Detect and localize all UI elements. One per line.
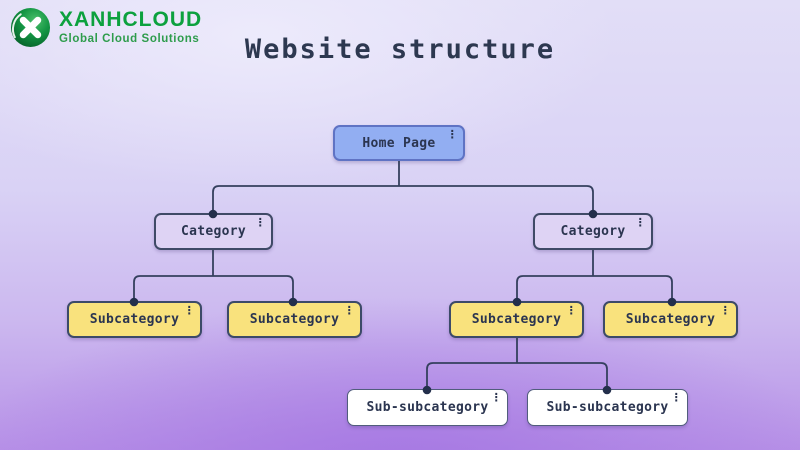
node-label: Subcategory [471,312,562,327]
kebab-menu-icon[interactable]: ⋮ [446,128,458,141]
node-label: Subcategory [89,312,180,327]
kebab-menu-icon[interactable]: ⋮ [565,304,577,317]
node-subcategory-1[interactable]: Subcategory ⋮ [67,301,202,338]
page-title: Website structure [244,34,556,65]
xanhcloud-logo-icon [10,7,51,48]
node-category-left[interactable]: Category ⋮ [154,213,273,250]
node-label: Sub-subcategory [546,400,669,415]
brand-name: XANHCLOUD [59,8,203,32]
node-category-right[interactable]: Category ⋮ [533,213,653,250]
kebab-menu-icon[interactable]: ⋮ [490,391,502,404]
node-home-page[interactable]: Home Page ⋮ [333,125,465,161]
xanhcloud-logo: XANHCLOUD Global Cloud Solutions [10,7,202,48]
logo-text: XANHCLOUD Global Cloud Solutions [59,9,202,46]
node-label: Category [560,224,626,239]
kebab-menu-icon[interactable]: ⋮ [343,304,355,317]
kebab-menu-icon[interactable]: ⋮ [183,304,195,317]
kebab-menu-icon[interactable]: ⋮ [719,304,731,317]
node-label: Subcategory [249,312,340,327]
node-subcategory-2[interactable]: Subcategory ⋮ [227,301,362,338]
node-label: Sub-subcategory [366,400,489,415]
node-label: Home Page [362,135,436,151]
node-label: Subcategory [625,312,716,327]
brand-tagline: Global Cloud Solutions [59,33,200,46]
node-label: Category [180,224,246,239]
node-subcategory-3[interactable]: Subcategory ⋮ [449,301,584,338]
node-subcategory-4[interactable]: Subcategory ⋮ [603,301,738,338]
kebab-menu-icon[interactable]: ⋮ [634,216,646,229]
kebab-menu-icon[interactable]: ⋮ [254,216,266,229]
kebab-menu-icon[interactable]: ⋮ [670,391,682,404]
node-sub-subcategory-1[interactable]: Sub-subcategory ⋮ [347,389,508,426]
node-sub-subcategory-2[interactable]: Sub-subcategory ⋮ [527,389,688,426]
